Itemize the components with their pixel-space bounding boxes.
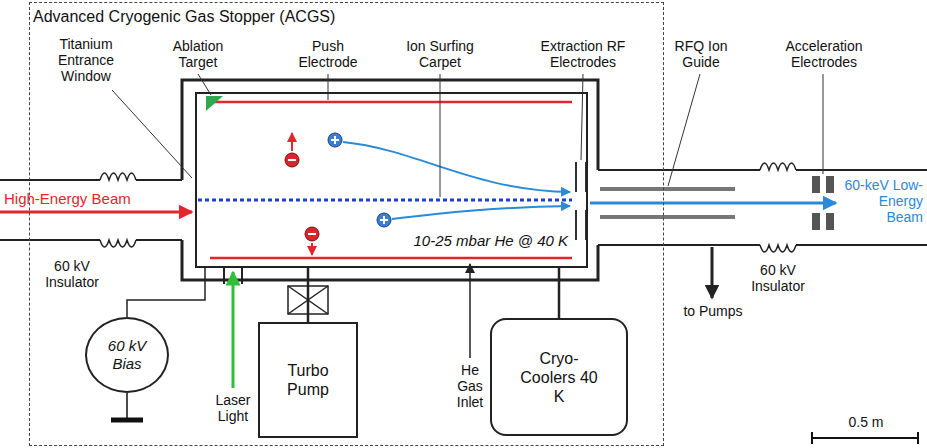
ion-path bbox=[328, 133, 342, 147]
leader-line bbox=[328, 74, 329, 100]
gas-inlet-arrow bbox=[469, 264, 471, 358]
beam-arrow bbox=[590, 202, 836, 205]
ground-symbol bbox=[111, 393, 143, 420]
acceleration-electrode bbox=[812, 176, 820, 193]
turbo-pump: Turbo Pump bbox=[258, 322, 358, 438]
pump-arrow bbox=[712, 247, 713, 298]
ion-path bbox=[331, 136, 339, 144]
pump-line bbox=[558, 268, 561, 318]
scale-bar bbox=[812, 432, 918, 444]
ion-path bbox=[343, 142, 570, 192]
part-label: Push Electrode bbox=[290, 38, 366, 70]
electron-symbol bbox=[291, 133, 293, 151]
pump-line bbox=[307, 268, 310, 322]
beam-label: High-Energy Beam bbox=[4, 190, 174, 208]
ground-symbol bbox=[126, 393, 128, 418]
scale-label: 0.5 m bbox=[838, 414, 894, 430]
part-label: Extraction RF Electrodes bbox=[528, 38, 638, 70]
part-label: 60 kV Insulator bbox=[40, 258, 104, 290]
ion-path bbox=[392, 206, 570, 219]
bias-wire bbox=[127, 268, 205, 317]
ion-path bbox=[377, 213, 391, 227]
part-label: RFQ Ion Guide bbox=[668, 38, 734, 70]
ground-symbol bbox=[111, 418, 143, 423]
insulator-symbol bbox=[100, 173, 136, 180]
ablation-target bbox=[206, 96, 223, 111]
acceleration-electrode bbox=[826, 176, 834, 193]
laser-arrow bbox=[232, 272, 235, 388]
cryo-cooler: Cryo-Coolers 40 K bbox=[490, 318, 628, 436]
pump-label: Turbo Pump bbox=[273, 361, 343, 399]
beam-pipe bbox=[0, 180, 182, 240]
part-label: Ablation Target bbox=[166, 38, 230, 70]
insulator-symbol bbox=[100, 240, 136, 247]
leader-line bbox=[112, 90, 192, 178]
rfq-rod bbox=[600, 215, 735, 219]
ion-surfing-carpet bbox=[198, 199, 572, 202]
leader-line bbox=[581, 74, 583, 160]
supply-label: 60 kV Bias bbox=[99, 337, 155, 373]
part-label: Acceleration Electrodes bbox=[770, 38, 878, 70]
cooler-label: Cryo-Coolers 40 K bbox=[519, 349, 599, 406]
leader-line bbox=[668, 74, 700, 186]
insulator-symbol bbox=[100, 163, 796, 252]
rfq-rod bbox=[600, 187, 735, 191]
pump-arrow bbox=[711, 247, 714, 298]
part-label: to Pumps bbox=[677, 303, 749, 319]
electron-symbol bbox=[305, 227, 319, 241]
laser-arrow bbox=[233, 272, 234, 388]
ablation-target bbox=[206, 96, 223, 111]
electron-symbol bbox=[311, 243, 313, 255]
acceleration-electrode bbox=[812, 213, 820, 230]
part-label: Ion Surfing Carpet bbox=[395, 38, 485, 70]
gas-condition: 10-25 mbar He @ 40 K bbox=[414, 232, 568, 250]
push-electrode bbox=[210, 257, 572, 260]
vacuum-housing bbox=[182, 80, 598, 280]
beam-arrow bbox=[0, 211, 192, 214]
stopping-chamber: 10-25 mbar He @ 40 K bbox=[195, 92, 588, 268]
part-label: Titanium Entrance Window bbox=[48, 36, 124, 84]
electron-symbol bbox=[285, 133, 319, 255]
electron-symbol bbox=[288, 159, 296, 161]
region-title: Advanced Cryogenic Gas Stopper (ACGS) bbox=[33, 7, 335, 26]
push-electrode bbox=[210, 101, 572, 104]
push-electrode bbox=[210, 102, 572, 258]
part-label: Laser Light bbox=[208, 392, 258, 424]
beam-label: 60-keV Low-Energy Beam bbox=[841, 177, 923, 225]
scale-bar bbox=[812, 432, 918, 444]
ion-surfing-carpet bbox=[198, 200, 572, 201]
insulator-symbol bbox=[760, 163, 796, 170]
insulator-symbol bbox=[760, 245, 796, 252]
leader-line bbox=[823, 74, 824, 174]
part-label: 60 kV Insulator bbox=[745, 262, 811, 294]
beam-pipe bbox=[598, 170, 927, 245]
extraction-electrode bbox=[576, 162, 586, 240]
electron-symbol bbox=[285, 153, 299, 167]
gas-inlet-arrow bbox=[470, 264, 471, 358]
electron-symbol bbox=[308, 233, 316, 235]
ion-path bbox=[380, 216, 388, 224]
extraction-electrode bbox=[576, 162, 586, 240]
part-label: He Gas Inlet bbox=[450, 362, 490, 410]
bias-supply: 60 kV Bias bbox=[85, 317, 169, 393]
acceleration-electrode bbox=[826, 213, 834, 230]
vacuum-housing bbox=[182, 80, 598, 280]
ion-path bbox=[328, 133, 570, 227]
